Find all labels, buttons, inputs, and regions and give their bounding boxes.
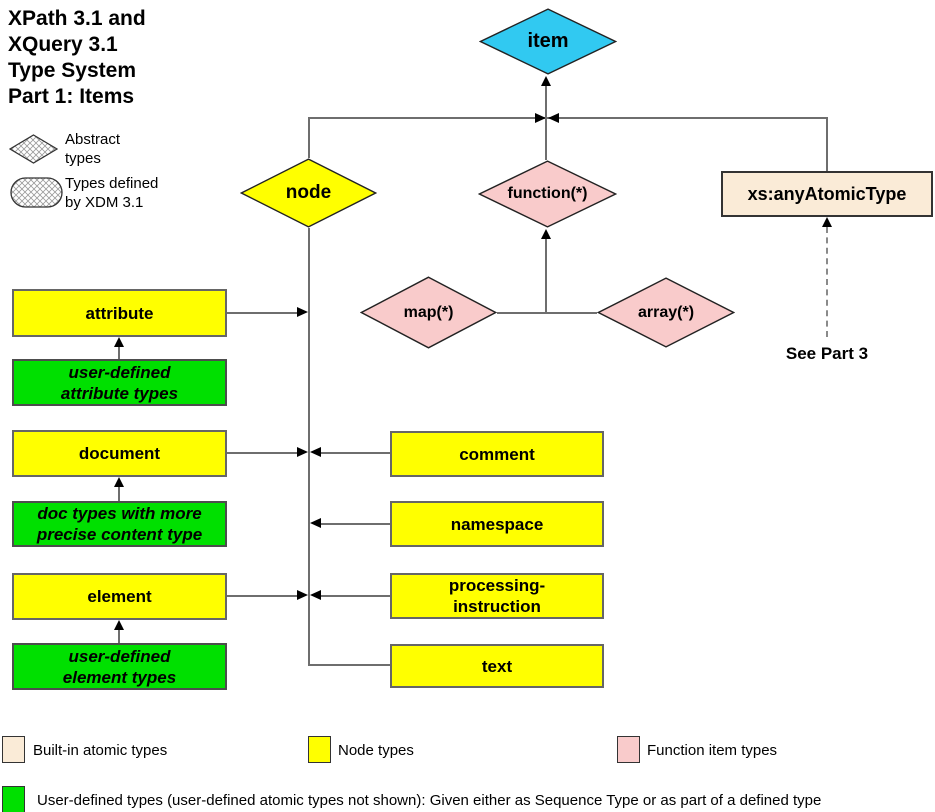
element-label: element bbox=[87, 587, 152, 606]
node-elbow-line bbox=[308, 117, 310, 158]
element-arrowhead-icon bbox=[297, 590, 308, 600]
node-diamond: node bbox=[240, 158, 377, 228]
text-label: text bbox=[481, 656, 513, 676]
bus-left-arrowhead-icon bbox=[535, 113, 546, 123]
item-diamond: item bbox=[479, 8, 617, 75]
item-label: item bbox=[527, 30, 569, 52]
user-types-swatch-icon bbox=[2, 786, 25, 812]
function-diamond: function(*) bbox=[478, 160, 617, 228]
doc-precise-arrowhead-icon bbox=[114, 477, 124, 487]
processing-instruction-label: processing-instruction bbox=[448, 576, 546, 616]
user-attribute-label: user-defined attribute types bbox=[60, 362, 179, 403]
document-line bbox=[227, 452, 297, 454]
title-line-2: XQuery 3.1 bbox=[8, 33, 118, 56]
map-array-line bbox=[497, 312, 597, 314]
user-element-stem-line bbox=[118, 630, 120, 643]
document-arrowhead-icon bbox=[297, 447, 308, 457]
pi-line bbox=[321, 595, 390, 597]
title-line-1: XPath 3.1 and bbox=[8, 7, 146, 30]
function-types-swatch-icon bbox=[617, 736, 640, 763]
processing-instruction-box: processing-instruction bbox=[390, 573, 604, 619]
xdm-types-label: Types defined by XDM 3.1 bbox=[65, 175, 159, 211]
array-label: array(*) bbox=[637, 303, 695, 321]
namespace-box: namespace bbox=[390, 501, 604, 547]
function-label: function(*) bbox=[507, 185, 588, 202]
comment-line bbox=[321, 452, 390, 454]
element-line bbox=[227, 595, 297, 597]
element-box: element bbox=[12, 573, 227, 620]
comment-arrowhead-icon bbox=[310, 447, 321, 457]
comment-box: comment bbox=[390, 431, 604, 477]
namespace-line bbox=[321, 523, 390, 525]
page-title: XPath 3.1 and XQuery 3.1 Type System Par… bbox=[8, 6, 146, 110]
see-part3-arrowhead-icon bbox=[822, 217, 832, 227]
see-part3-dashed-line bbox=[826, 227, 828, 337]
attribute-label: attribute bbox=[85, 303, 154, 323]
function-arrowhead-icon bbox=[541, 229, 551, 239]
user-attribute-stem-line bbox=[118, 347, 120, 359]
builtin-legend-label: Built-in atomic types bbox=[33, 742, 168, 759]
title-line-3: Type System bbox=[8, 59, 136, 82]
any-atomic-box: xs:anyAtomicType bbox=[721, 171, 933, 217]
user-element-box: user-defined element types bbox=[12, 643, 227, 690]
bus-right-arrowhead-icon bbox=[548, 113, 559, 123]
node-types-legend-label: Node types bbox=[338, 742, 414, 759]
text-elbow-line bbox=[308, 664, 390, 666]
any-atomic-label: xs:anyAtomicType bbox=[747, 183, 907, 204]
abstract-types-diamond-icon bbox=[8, 134, 59, 164]
attribute-arrowhead-icon bbox=[297, 307, 308, 317]
pi-arrowhead-icon bbox=[310, 590, 321, 600]
attribute-line bbox=[227, 312, 299, 314]
abstract-types-label: Abstract types bbox=[65, 131, 121, 167]
comment-label: comment bbox=[459, 444, 535, 464]
atomic-elbow-line bbox=[826, 117, 828, 171]
doc-precise-stem-line bbox=[118, 487, 120, 501]
top-bus-line bbox=[308, 117, 828, 119]
document-box: document bbox=[12, 430, 227, 477]
array-diamond: array(*) bbox=[597, 277, 735, 348]
function-stem-line bbox=[545, 238, 547, 313]
namespace-arrowhead-icon bbox=[310, 518, 321, 528]
function-types-legend-label: Function item types bbox=[647, 742, 778, 759]
doc-precise-box: doc types with more precise content type bbox=[12, 501, 227, 547]
document-label: document bbox=[78, 444, 161, 463]
item-stem-line bbox=[545, 85, 547, 160]
map-diamond: map(*) bbox=[360, 276, 497, 349]
title-line-4: Part 1: Items bbox=[8, 85, 135, 108]
user-attribute-box: user-defined attribute types bbox=[12, 359, 227, 406]
user-attribute-arrowhead-icon bbox=[114, 337, 124, 347]
user-element-label: user-defined element types bbox=[62, 646, 177, 687]
user-types-legend-label: User-defined types (user-defined atomic … bbox=[37, 792, 822, 809]
map-label: map(*) bbox=[403, 303, 454, 321]
node-label: node bbox=[285, 182, 332, 203]
node-types-swatch-icon bbox=[308, 736, 331, 763]
see-part3-label: See Part 3 bbox=[785, 344, 869, 363]
builtin-swatch-icon bbox=[2, 736, 25, 763]
xdm-types-stadium-icon bbox=[10, 177, 63, 208]
node-trunk-line bbox=[308, 228, 310, 666]
doc-precise-label: doc types with more precise content type bbox=[36, 504, 203, 544]
item-arrowhead-icon bbox=[541, 76, 551, 86]
attribute-box: attribute bbox=[12, 289, 227, 337]
user-element-arrowhead-icon bbox=[114, 620, 124, 630]
namespace-label: namespace bbox=[450, 514, 544, 534]
text-box: text bbox=[390, 644, 604, 688]
